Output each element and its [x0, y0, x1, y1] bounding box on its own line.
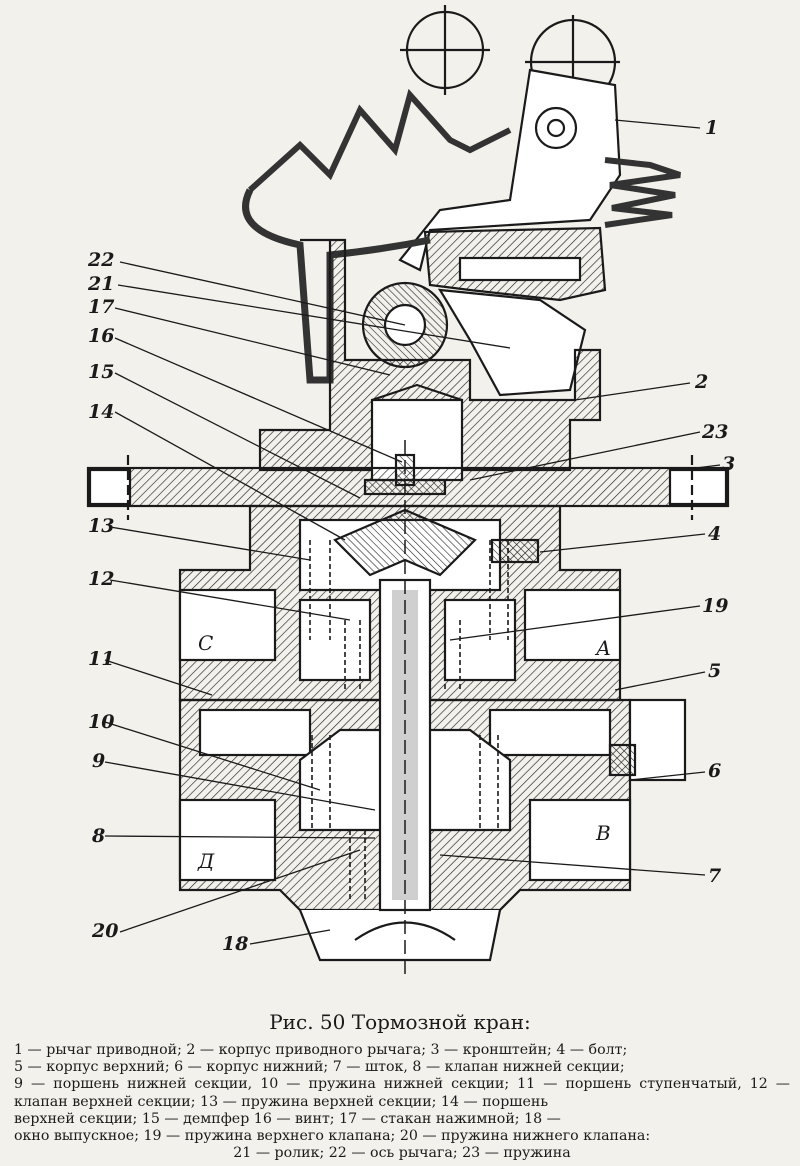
legend-line-3: 9 — поршень нижней секции, 10 — пружина … [14, 1076, 790, 1110]
legend-line-2: 5 — корпус верхний; 6 — корпус нижний; 7… [14, 1059, 625, 1076]
callout-17: 17 [88, 296, 114, 318]
port-b: В [595, 821, 611, 845]
brake-valve-diagram: 1 2 3 4 5 6 7 8 9 10 11 12 13 14 15 16 1… [86, 5, 735, 975]
lever-assembly [242, 5, 681, 397]
leader-lines [104, 119, 721, 945]
callout-6: 6 [708, 760, 721, 782]
stem-7 [363, 440, 447, 975]
legend-line-6: 21 — ролик; 22 — ось рычага; 23 — пружин… [233, 1145, 571, 1162]
figure-legend: 1 — рычаг приводной; 2 — корпус приводно… [14, 1042, 790, 1162]
callout-13: 13 [88, 515, 114, 537]
callout-14: 14 [88, 401, 114, 423]
callout-8: 8 [91, 825, 105, 847]
callout-18: 18 [222, 933, 248, 955]
port-d: Д [197, 849, 215, 873]
figure-caption: Рис. 50 Тормозной кран: [269, 1010, 531, 1034]
callout-5: 5 [708, 660, 721, 682]
callout-15: 15 [88, 361, 114, 383]
port-a: А [594, 636, 611, 660]
callout-19: 19 [702, 595, 728, 617]
port-c: С [198, 631, 213, 655]
callout-20: 20 [91, 920, 118, 942]
callout-1: 1 [705, 117, 718, 139]
port-labels: С А В Д [197, 631, 611, 873]
callout-labels: 1 2 3 4 5 6 7 8 9 10 11 12 13 14 15 16 1… [87, 117, 735, 955]
callout-21: 21 [87, 273, 114, 295]
springs [309, 540, 509, 900]
legend-line-5: окно выпускное; 19 — пружина верхнего кл… [14, 1128, 651, 1145]
callout-11: 11 [88, 648, 114, 670]
callout-3: 3 [722, 453, 735, 475]
callout-22: 22 [87, 249, 114, 271]
callout-7: 7 [708, 865, 721, 887]
callout-4: 4 [708, 523, 721, 545]
callout-2: 2 [694, 371, 708, 393]
callout-23: 23 [701, 421, 728, 443]
callout-9: 9 [92, 750, 105, 772]
legend-line-4: верхней секции; 15 — демпфер 16 — винт; … [14, 1110, 561, 1127]
legend-line-1: 1 — рычаг приводной; 2 — корпус приводно… [14, 1042, 628, 1058]
callout-12: 12 [88, 568, 114, 590]
callout-16: 16 [88, 325, 114, 347]
callout-10: 10 [88, 711, 114, 733]
